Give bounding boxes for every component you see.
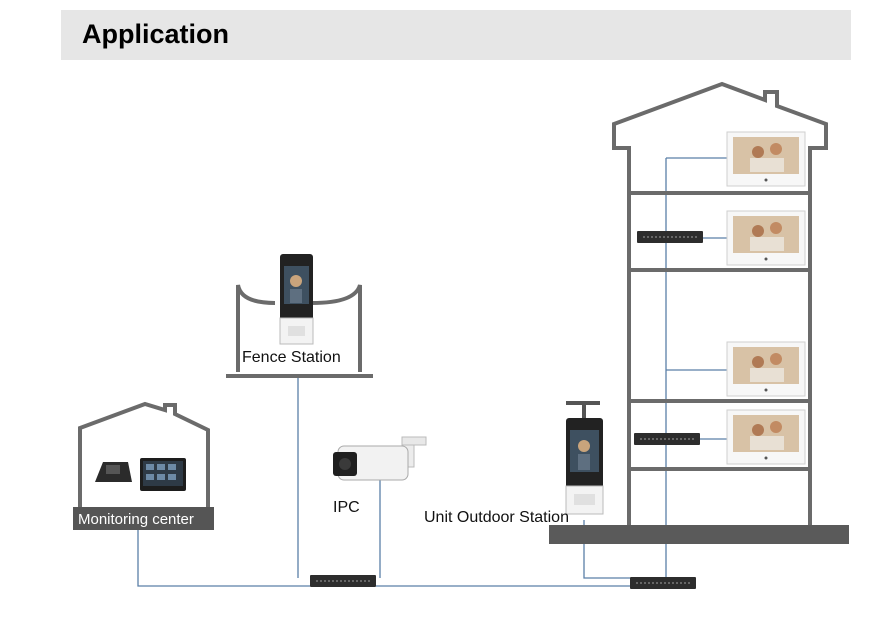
- fence-station-device-icon: [279, 254, 314, 345]
- title-bar: Application: [61, 10, 851, 60]
- switch-icon: [634, 433, 700, 445]
- indoor-monitor-icon: [726, 341, 806, 397]
- page-title: Application: [82, 19, 229, 49]
- indoor-monitor-icon: [726, 210, 806, 266]
- desk-phone-icon: [95, 462, 132, 482]
- ipc-label: IPC: [333, 499, 360, 516]
- monitoring-center-label-box: [73, 507, 214, 530]
- fence-gate: [226, 284, 373, 378]
- apartment-building: [549, 81, 849, 544]
- monitoring-center-label: Monitoring center: [78, 511, 194, 528]
- unit-outdoor-station-device-icon: [565, 418, 604, 515]
- unit-outdoor-station-label: Unit Outdoor Station: [424, 509, 569, 526]
- indoor-monitor-icon: [726, 131, 806, 187]
- indoor-monitor-icon: [726, 409, 806, 465]
- master-station-icon: [140, 458, 186, 491]
- ipc-camera-icon: [333, 436, 427, 481]
- switch-icon: [630, 577, 696, 589]
- unit-outdoor-station-stand: [566, 401, 600, 420]
- fence-station-label: Fence Station: [242, 349, 341, 366]
- switch-icon: [310, 575, 376, 587]
- switch-icon: [637, 231, 703, 243]
- building-ground: [549, 525, 849, 544]
- monitoring-center-house: [78, 401, 210, 510]
